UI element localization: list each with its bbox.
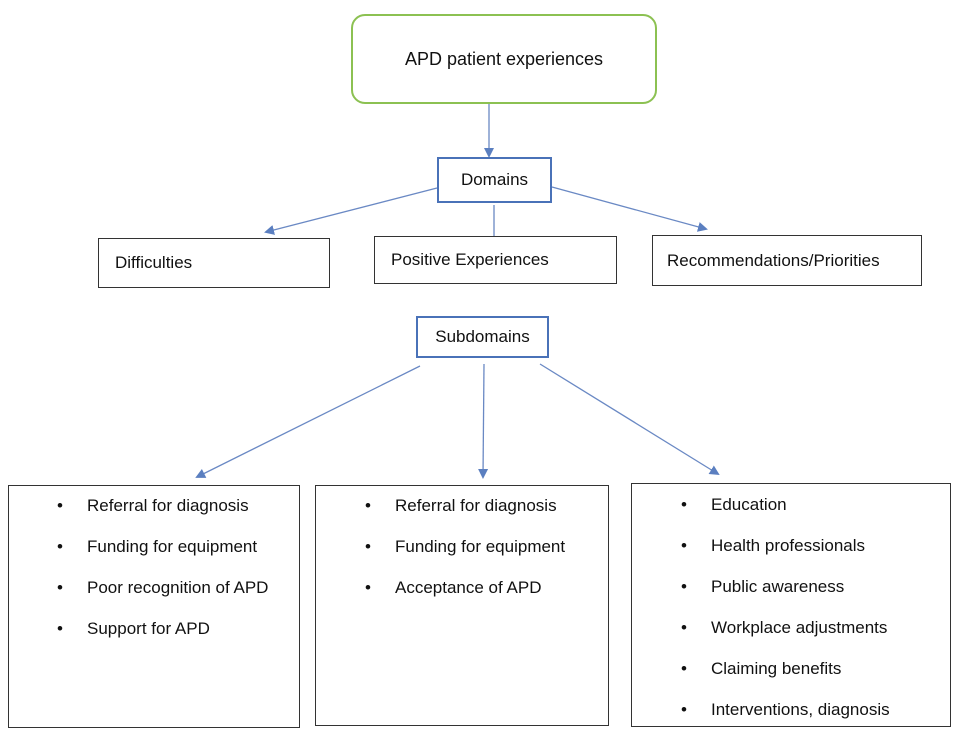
list-item-label: Funding for equipment [395, 537, 566, 556]
arrow-domains-to-recommendations [551, 186, 708, 232]
list-item-label: Workplace adjustments [711, 618, 888, 637]
list-item: • Claiming benefits [681, 648, 950, 689]
subdomain-items: • Referral for diagnosis • Funding for equi… [316, 485, 608, 608]
domain-recommendations-priorities: Recommendations/Priorities [652, 235, 922, 286]
bullet-icon: • [365, 578, 371, 597]
bullet-icon: • [365, 496, 371, 515]
list-item: • Funding for equipment [365, 526, 608, 567]
bullet-icon: • [681, 618, 687, 637]
arrow-subdomains-to-list-2 [478, 363, 489, 479]
list-item-label: Referral for diagnosis [87, 496, 249, 515]
list-item-label: Education [711, 495, 787, 514]
arrow-subdomains-to-list-3 [539, 363, 720, 476]
list-item: • Acceptance of APD [365, 567, 608, 608]
domain-label: Recommendations/Priorities [667, 250, 880, 270]
bullet-icon: • [365, 537, 371, 556]
list-item-label: Health professionals [711, 536, 866, 555]
subdomain-list-recommendations: • Education • Health professionals • Public a… [631, 483, 951, 727]
subdomain-items: • Referral for diagnosis • Funding for equi… [9, 485, 299, 649]
list-item: • Referral for diagnosis [57, 485, 299, 526]
list-item-label: Public awareness [711, 577, 845, 596]
domain-positive-experiences: Positive Experiences [374, 236, 617, 284]
domain-difficulties: Difficulties [98, 238, 330, 288]
bullet-icon: • [57, 578, 63, 597]
bullet-icon: • [57, 619, 63, 638]
bullet-icon: • [681, 577, 687, 596]
list-item-label: Poor recognition of APD [87, 578, 269, 597]
domain-label: Difficulties [115, 253, 193, 272]
list-item-label: Funding for equipment [87, 537, 258, 556]
list-item-label: Claiming benefits [711, 659, 842, 678]
bullet-icon: • [681, 659, 687, 678]
list-item: • Poor recognition of APD [57, 567, 299, 608]
root-label: APD patient experiences [404, 48, 604, 69]
bullet-icon: • [57, 537, 63, 556]
list-item: • Education [681, 484, 950, 525]
list-item: • Funding for equipment [57, 526, 299, 567]
list-item-label: Interventions, diagnosis [711, 700, 890, 719]
domains-hub-label: Domains [460, 170, 529, 189]
arrow-domains-to-difficulties [264, 187, 438, 235]
subdomains-hub-label: Subdomains [435, 327, 530, 346]
bullet-icon: • [681, 536, 687, 555]
list-item-label: Support for APD [87, 619, 210, 638]
list-item: • Workplace adjustments [681, 607, 950, 648]
list-item: • Public awareness [681, 566, 950, 607]
domains-hub: Domains [437, 157, 552, 203]
root-node: APD patient experiences [351, 14, 657, 104]
bullet-icon: • [57, 496, 63, 515]
arrow-subdomains-to-list-1 [195, 365, 421, 478]
subdomain-items: • Education • Health professionals • Public a… [632, 484, 950, 730]
list-item: • Referral for diagnosis [365, 485, 608, 526]
subdomain-list-difficulties: • Referral for diagnosis • Funding for equi… [8, 485, 300, 728]
subdomains-hub: Subdomains [416, 316, 549, 358]
domain-label: Positive Experiences [391, 250, 549, 269]
list-item: • Health professionals [681, 525, 950, 566]
list-item: • Support for APD [57, 608, 299, 649]
bullet-icon: • [681, 495, 687, 514]
subdomain-list-positive-experiences: • Referral for diagnosis • Funding for equi… [315, 485, 609, 726]
bullet-icon: • [681, 700, 687, 719]
list-item-label: Acceptance of APD [395, 578, 542, 597]
list-item: • Interventions, diagnosis [681, 689, 950, 730]
list-item-label: Referral for diagnosis [395, 496, 557, 515]
